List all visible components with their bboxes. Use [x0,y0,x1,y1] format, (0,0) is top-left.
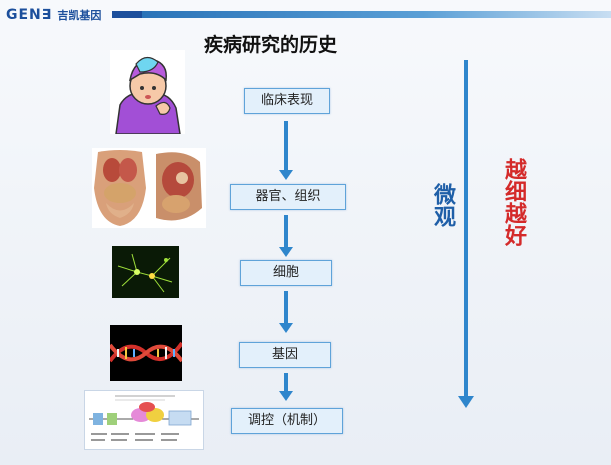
micro-label: 微观 [430,183,455,227]
step-box-cell: 细胞 [240,260,332,286]
arrow-down-icon [279,247,293,257]
arrow-down-icon [279,323,293,333]
step-box-organ-tissue: 器官、组织 [230,184,346,210]
step-box-regulation: 调控（机制） [231,408,343,434]
arrow-down-icon [279,391,293,401]
logo-name: 吉凯基因 [57,9,102,22]
big-arrow-down-icon [458,396,474,408]
header-bar [142,11,611,18]
big-arrow-shaft [464,60,468,398]
slide-title: 疾病研究的历史 [204,34,338,56]
arrow-shaft [284,291,288,325]
company-logo: GEN∃ 吉凯基因 [6,6,101,24]
arrow-shaft [284,121,288,171]
gene-regulation-diagram [84,390,204,450]
arrow-shaft [284,373,288,393]
sick-person-illustration [110,50,185,134]
arrow-down-icon [279,170,293,180]
anatomy-organs-images [92,148,206,228]
header-bar-accent [112,11,142,18]
logo-mark: GEN∃ [6,7,53,23]
arrow-shaft [284,215,288,249]
step-box-gene: 基因 [239,342,331,368]
finer-label: 越细越好 [501,158,526,246]
dna-helix-image [110,325,182,381]
step-box-clinical: 临床表现 [244,88,330,114]
neuron-cells-image [112,246,179,298]
